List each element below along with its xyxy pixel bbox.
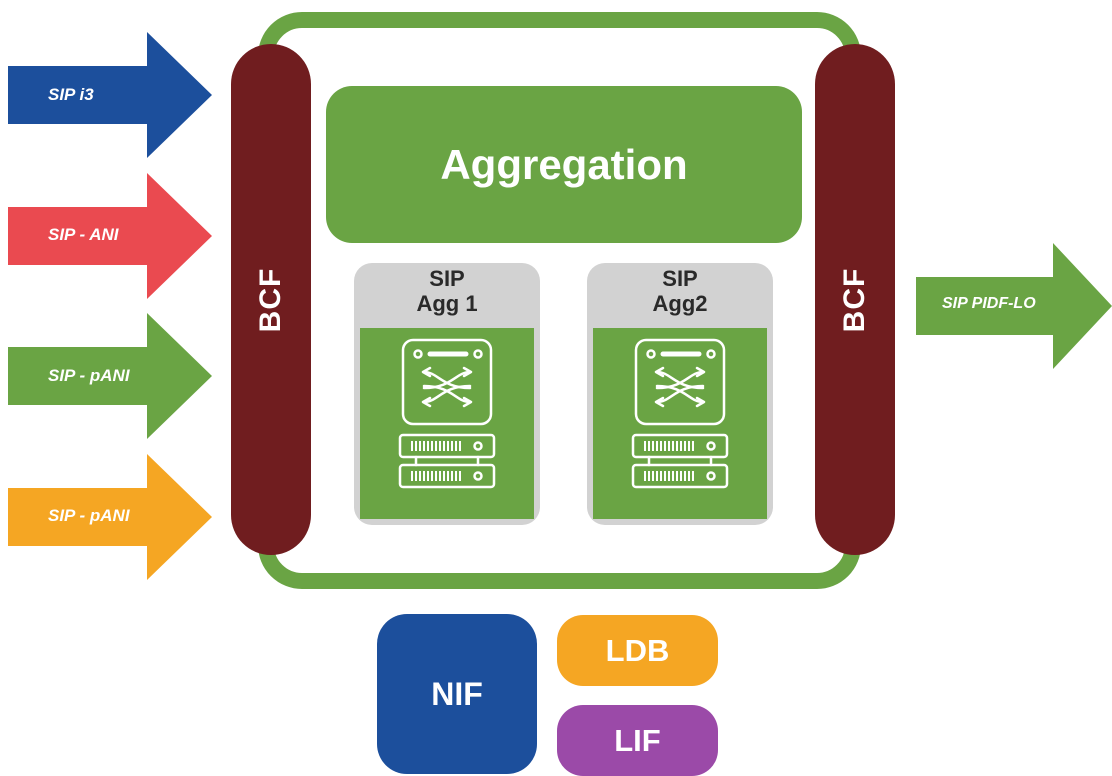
input-arrow-sip-pani-green — [8, 313, 212, 439]
output-arrow-label: SIP PIDF-LO — [942, 295, 1036, 312]
ldb-label: LDB — [605, 632, 670, 668]
bcf-right: BCF — [815, 44, 895, 555]
lif-box: LIF — [557, 705, 718, 776]
output-arrow-sip-pidf-lo — [916, 243, 1112, 369]
server-switch-icon — [398, 338, 496, 489]
ldb-box: LDB — [557, 615, 718, 686]
aggregation-block: Aggregation — [326, 86, 802, 243]
input-arrow-sip-pani-orange — [8, 454, 212, 580]
input-arrow-label: SIP - pANI — [48, 506, 130, 525]
bcf-left-label: BCF — [254, 267, 287, 332]
bcf-left: BCF — [231, 44, 311, 555]
sip-agg-2-node: SIP Agg2 — [587, 263, 773, 525]
sip-agg-1-node: SIP Agg 1 — [354, 263, 540, 525]
input-arrow-label: SIP - ANI — [48, 225, 119, 244]
server-switch-icon — [631, 338, 729, 489]
bcf-right-label: BCF — [838, 267, 871, 332]
agg-node-body — [593, 328, 767, 519]
nif-box: NIF — [377, 614, 537, 774]
agg-node-title: SIP Agg 1 — [416, 266, 478, 316]
lif-label: LIF — [614, 722, 661, 758]
agg-node-title: SIP Agg2 — [652, 266, 708, 316]
input-arrow-sip-i3 — [8, 32, 212, 158]
input-arrow-label: SIP i3 — [48, 85, 94, 104]
agg-node-body — [360, 328, 534, 519]
input-arrow-sip-ani — [8, 173, 212, 299]
aggregation-label: Aggregation — [440, 140, 688, 188]
nif-label: NIF — [431, 675, 483, 712]
input-arrow-label: SIP - pANI — [48, 366, 130, 385]
